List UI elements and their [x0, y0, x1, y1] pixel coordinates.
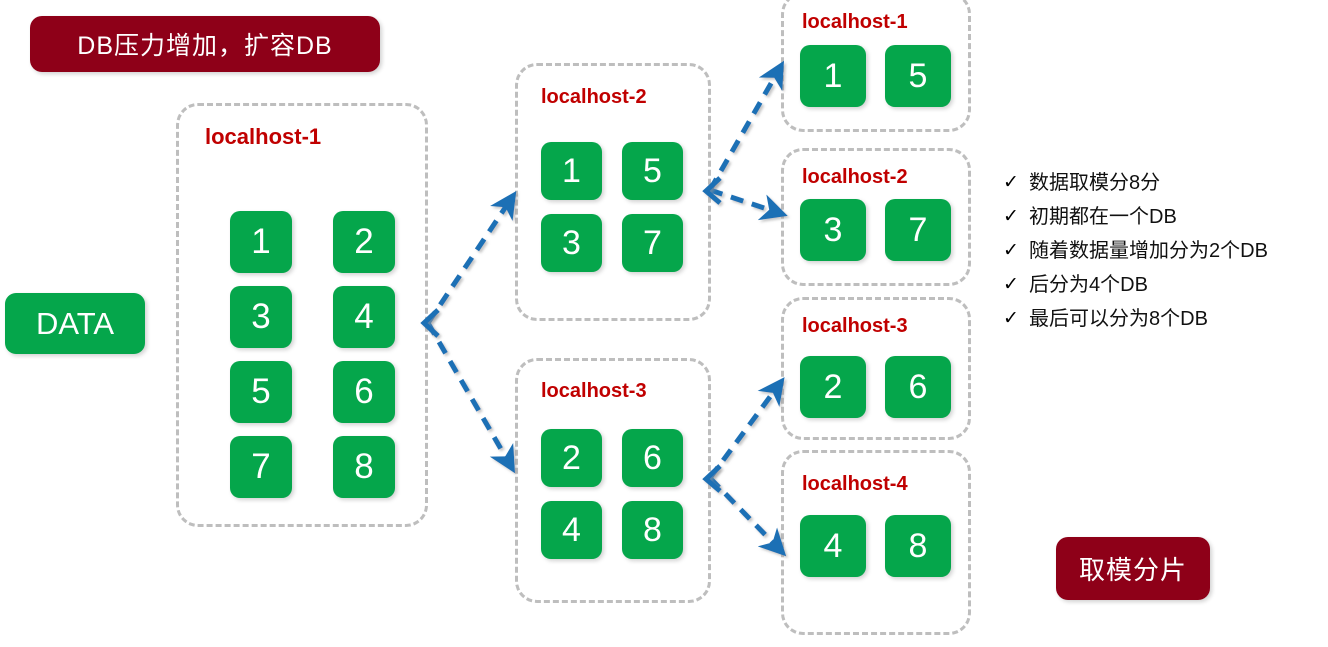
- arrow-split-2bottom-to-3: [707, 377, 787, 557]
- host-title: localhost-4: [802, 473, 908, 495]
- host-title: localhost-1: [205, 124, 322, 149]
- notes-list: ✓ 数据取模分8分 ✓ 初期都在一个DB ✓ 随着数据量增加分为2个DB ✓ 后…: [1003, 172, 1328, 342]
- host-container-stage3-localhost-4: localhost-4 4 8: [781, 450, 971, 635]
- sharding-badge: 取模分片: [1056, 537, 1210, 600]
- shard-cell: 1: [230, 211, 292, 273]
- host-container-stage2-localhost-3: localhost-3 2 6 4 8: [515, 358, 711, 603]
- host-container-stage3-localhost-1: localhost-1 1 5: [781, 0, 971, 132]
- arrow-split-2top-to-3: [707, 60, 788, 221]
- list-item: ✓ 最后可以分为8个DB: [1003, 308, 1328, 331]
- shard-cell: 1: [541, 142, 602, 200]
- data-source-box: DATA: [5, 293, 145, 354]
- shard-cell: 3: [541, 214, 602, 272]
- shard-cell: 8: [333, 436, 395, 498]
- shard-cell: 4: [541, 501, 602, 559]
- shard-cell: 7: [230, 436, 292, 498]
- check-icon: ✓: [1003, 172, 1019, 193]
- pressure-banner: DB压力增加，扩容DB: [30, 16, 380, 72]
- shard-cell: 6: [885, 356, 951, 418]
- host-title: localhost-3: [802, 315, 908, 337]
- shard-cell: 2: [541, 429, 602, 487]
- shard-cell: 5: [622, 142, 683, 200]
- host-title: localhost-2: [802, 166, 908, 188]
- host-container-stage1-localhost-1: localhost-1 1 2 3 4 5 6 7 8: [176, 103, 428, 527]
- host-container-stage3-localhost-2: localhost-2 3 7: [781, 148, 971, 286]
- data-source-label: DATA: [35, 305, 115, 341]
- host-container-stage2-localhost-2: localhost-2 1 5 3 7: [515, 63, 711, 321]
- shard-cell: 7: [885, 199, 951, 261]
- shard-cell: 6: [333, 361, 395, 423]
- list-item: ✓ 初期都在一个DB: [1003, 206, 1328, 229]
- check-icon: ✓: [1003, 308, 1019, 329]
- shard-cell: 8: [885, 515, 951, 577]
- shard-cell: 4: [800, 515, 866, 577]
- pressure-banner-label: DB压力增加，扩容DB: [77, 32, 333, 60]
- host-container-stage3-localhost-3: localhost-3 2 6: [781, 297, 971, 440]
- check-icon: ✓: [1003, 206, 1019, 227]
- shard-cell: 5: [230, 361, 292, 423]
- shard-cell: 5: [885, 45, 951, 107]
- host-title: localhost-1: [802, 11, 908, 33]
- shard-cell: 1: [800, 45, 866, 107]
- host-title: localhost-2: [541, 86, 647, 108]
- shard-cell: 3: [800, 199, 866, 261]
- list-item-label: 数据取模分8分: [1029, 172, 1161, 194]
- shard-cell: 3: [230, 286, 292, 348]
- shard-cell: 2: [800, 356, 866, 418]
- list-item: ✓ 数据取模分8分: [1003, 172, 1328, 195]
- list-item-label: 初期都在一个DB: [1029, 206, 1177, 228]
- shard-cell: 7: [622, 214, 683, 272]
- shard-cell: 2: [333, 211, 395, 273]
- host-title: localhost-3: [541, 380, 647, 402]
- sharding-badge-label: 取模分片: [1078, 555, 1187, 585]
- arrow-split-1-to-2: [425, 191, 517, 474]
- shard-cell: 6: [622, 429, 683, 487]
- shard-cell: 8: [622, 501, 683, 559]
- check-icon: ✓: [1003, 274, 1019, 295]
- list-item-label: 后分为4个DB: [1029, 274, 1148, 296]
- check-icon: ✓: [1003, 240, 1019, 261]
- list-item-label: 随着数据量增加分为2个DB: [1029, 240, 1268, 262]
- list-item: ✓ 随着数据量增加分为2个DB: [1003, 240, 1328, 263]
- list-item: ✓ 后分为4个DB: [1003, 274, 1328, 297]
- list-item-label: 最后可以分为8个DB: [1029, 308, 1208, 330]
- shard-cell: 4: [333, 286, 395, 348]
